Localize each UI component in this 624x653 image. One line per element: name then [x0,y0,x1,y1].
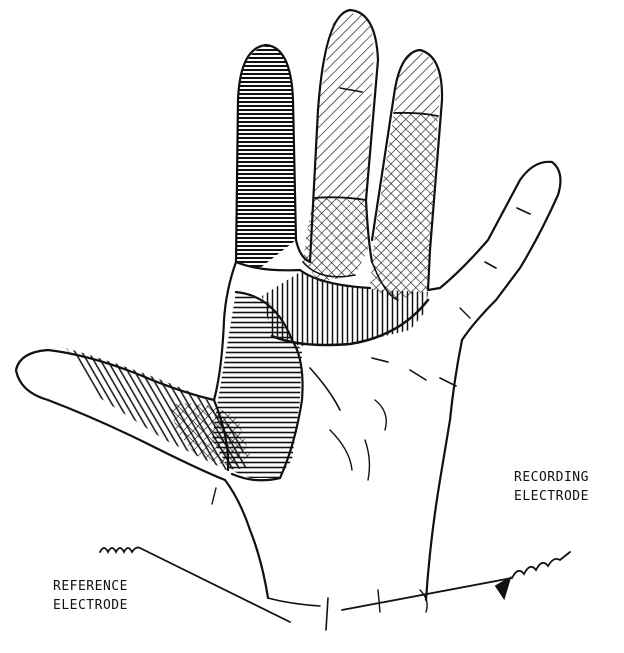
reference-electrode-label-line1: REFERENCE [53,577,128,596]
recording-electrode-label-line1: RECORDING [514,468,589,487]
reference-electrode-lead [140,548,290,622]
zone-index-finger [236,46,296,268]
zone-ring-finger-body [370,113,438,300]
recording-electrode [342,552,570,610]
zone-middle-finger-tip [314,13,374,200]
reference-electrode-label-line2: ELECTRODE [53,596,128,615]
reference-electrode [100,548,290,623]
shaded-zones [66,13,440,478]
recording-electrode-wire [512,552,570,578]
reference-electrode-wire [100,548,140,553]
reference-electrode-label: REFERENCE ELECTRODE [53,577,128,615]
recording-electrode-label: RECORDING ELECTRODE [514,468,589,506]
recording-electrode-label-line2: ELECTRODE [514,487,589,506]
zone-ring-finger-tip [394,52,440,115]
